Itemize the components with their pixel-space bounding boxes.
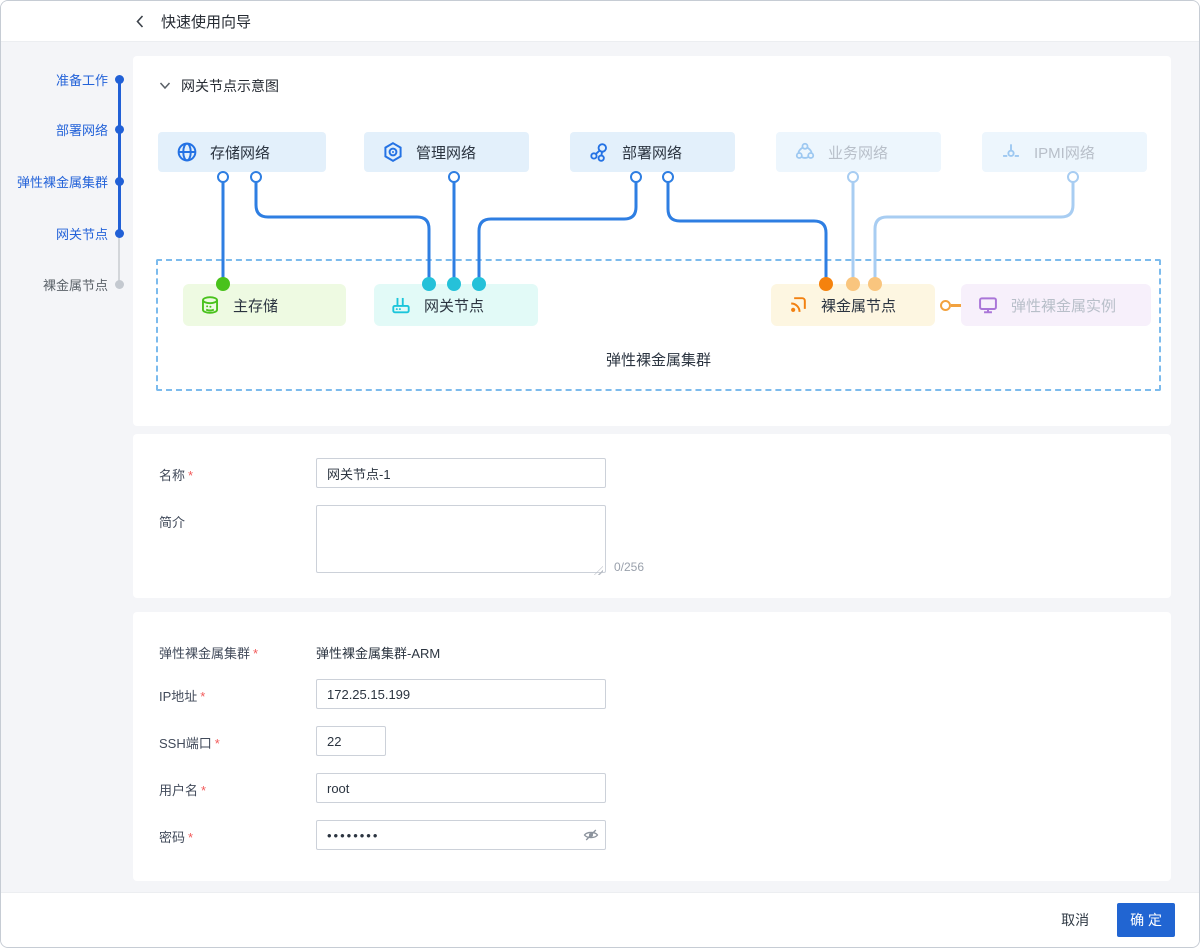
required-mark: * — [188, 830, 194, 845]
node-label: 裸金属节点 — [821, 297, 897, 315]
database-icon — [202, 296, 218, 314]
content-area: 准备工作 部署网络 弹性裸金属集群 网关节点 裸金属节点 — [1, 42, 1199, 892]
network-box-ipmi: IPMI网络 — [982, 132, 1147, 172]
required-mark: * — [201, 783, 207, 798]
password-label: 密码* — [159, 830, 194, 845]
dome-gateway-3 — [472, 277, 486, 291]
cluster-value: 弹性裸金属集群-ARM — [316, 646, 441, 661]
eye-off-icon — [583, 829, 599, 841]
toggle-password-visibility-button[interactable] — [583, 827, 599, 843]
step-dot — [115, 279, 124, 289]
cluster-label: 弹性裸金属集群 — [605, 352, 711, 369]
diagram-section-toggle[interactable]: 网关节点示意图 — [159, 76, 279, 96]
network-box-deployment: 部署网络 — [570, 132, 735, 172]
step-dot — [115, 124, 124, 134]
step-deploy-network[interactable]: 部署网络 — [56, 120, 124, 138]
required-mark: * — [253, 646, 259, 661]
network-box-management: 管理网络 — [364, 132, 529, 172]
back-button[interactable] — [133, 14, 147, 29]
stepper-line-active — [118, 82, 121, 233]
password-input[interactable] — [316, 820, 606, 850]
dome-gateway-1 — [422, 277, 436, 291]
dome-baremetal-3 — [868, 277, 882, 291]
ip-input[interactable] — [316, 679, 606, 709]
node-label: 网关节点 — [424, 297, 485, 315]
port-deployment-2 — [662, 171, 674, 183]
page-title: 快速使用向导 — [161, 13, 252, 31]
network-label: IPMI网络 — [1034, 144, 1095, 162]
resize-grip-icon[interactable] — [594, 566, 603, 575]
required-mark: * — [214, 736, 220, 751]
username-input[interactable] — [316, 773, 606, 803]
ssh-port-input[interactable] — [316, 726, 386, 756]
port-storage-1 — [217, 171, 229, 183]
cloud-icon — [795, 142, 815, 159]
network-label: 部署网络 — [622, 144, 683, 162]
dome-baremetal-2 — [846, 277, 860, 291]
port-business — [847, 171, 859, 183]
node-label: 弹性裸金属实例 — [1011, 297, 1117, 315]
globe-icon — [177, 142, 197, 162]
dome-gateway-2 — [447, 277, 461, 291]
required-mark: * — [188, 468, 194, 483]
step-elastic-cluster[interactable]: 弹性裸金属集群 — [17, 172, 124, 190]
ssh-port-label: SSH端口* — [159, 736, 220, 751]
instance-link-line — [951, 304, 961, 307]
name-input[interactable] — [316, 458, 606, 488]
topology-icon — [590, 143, 607, 162]
diagram-card: 网关节点示意图 — [133, 56, 1171, 426]
step-baremetal-node[interactable]: 裸金属节点 — [43, 275, 124, 293]
monitor-icon — [979, 297, 997, 314]
basic-info-card: 名称* 简介 0/256 — [133, 434, 1171, 598]
footer-bar: 取消 确 定 — [1, 892, 1199, 947]
elastic-cluster-boundary — [156, 259, 1161, 391]
port-storage-2 — [250, 171, 262, 183]
network-label: 存储网络 — [210, 144, 271, 162]
connection-info-card: 弹性裸金属集群* 弹性裸金属集群-ARM IP地址* SSH端口* — [133, 612, 1171, 881]
network-label: 业务网络 — [828, 144, 889, 162]
step-gateway-node[interactable]: 网关节点 — [56, 224, 124, 242]
description-label: 简介 — [159, 515, 186, 530]
node-box-main-storage: 主存储 — [183, 284, 346, 326]
chevron-left-icon — [136, 14, 144, 28]
cancel-button[interactable]: 取消 — [1057, 904, 1093, 936]
confirm-button[interactable]: 确 定 — [1117, 903, 1175, 937]
ipmi-icon — [1003, 144, 1019, 157]
step-dot — [115, 74, 124, 84]
cluster-field-label: 弹性裸金属集群* — [159, 646, 259, 661]
node-box-baremetal: 裸金属节点 — [771, 284, 935, 326]
name-label: 名称* — [159, 468, 194, 483]
ip-label: IP地址* — [159, 689, 206, 704]
header: 快速使用向导 — [1, 1, 1199, 42]
cast-icon — [791, 297, 806, 312]
port-deployment-1 — [630, 171, 642, 183]
step-dot — [115, 228, 124, 238]
gateway-node-diagram: 存储网络 管理网络 部署网络 — [133, 111, 1171, 411]
step-dot — [115, 176, 124, 186]
router-icon — [392, 297, 410, 314]
description-textarea[interactable] — [316, 505, 606, 573]
node-label: 主存储 — [233, 297, 279, 315]
step-prepare[interactable]: 准备工作 — [56, 70, 124, 88]
wizard-stepper: 准备工作 部署网络 弹性裸金属集群 网关节点 裸金属节点 — [1, 42, 133, 892]
network-label: 管理网络 — [416, 144, 477, 162]
required-mark: * — [200, 689, 206, 704]
node-box-elastic-instance: 弹性裸金属实例 — [961, 284, 1151, 326]
char-counter: 0/256 — [614, 560, 645, 574]
dome-main-storage — [216, 277, 230, 291]
node-box-gateway: 网关节点 — [374, 284, 538, 326]
network-box-storage: 存储网络 — [158, 132, 326, 172]
stepper-line-pending — [118, 233, 120, 282]
instance-link-port — [940, 300, 951, 311]
port-management — [448, 171, 460, 183]
network-box-business: 业务网络 — [776, 132, 941, 172]
chevron-down-icon — [159, 82, 171, 90]
main-column: 网关节点示意图 — [133, 42, 1199, 892]
diagram-section-title: 网关节点示意图 — [181, 78, 279, 94]
port-ipmi — [1067, 171, 1079, 183]
hexagon-gear-icon — [384, 142, 402, 162]
dome-baremetal-1 — [819, 277, 833, 291]
username-label: 用户名* — [159, 783, 207, 798]
